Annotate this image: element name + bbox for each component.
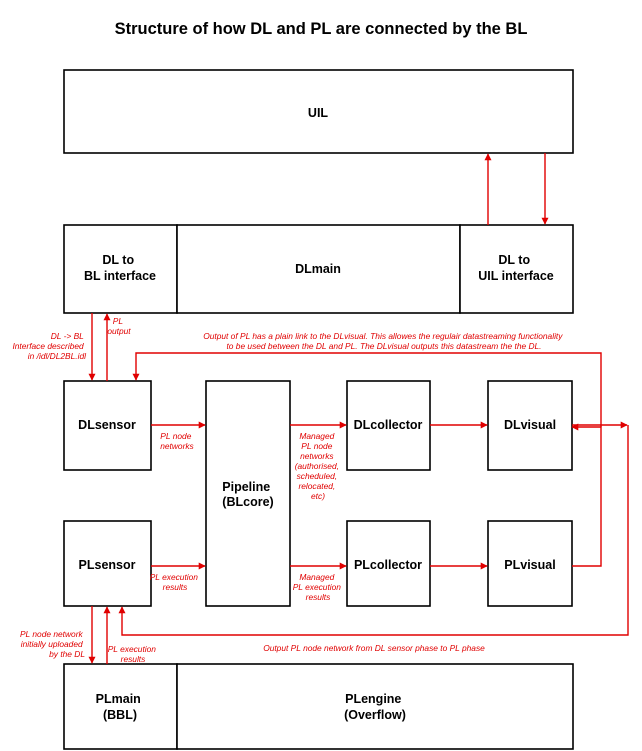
- dlvisual-label: DLvisual: [504, 418, 556, 432]
- plsensor-box: [63, 520, 152, 607]
- plsensor-label: PLsensor: [79, 558, 136, 572]
- arrow-plvisual-to-dlvisual-loop: [571, 423, 602, 567]
- plvisual-label: PLvisual: [504, 558, 555, 572]
- plvisual-box: [487, 520, 573, 607]
- annotation-output-pl-node-network: Output PL node network from DL sensor ph…: [263, 643, 485, 653]
- dlsensor-box: [63, 380, 152, 471]
- dlcollector-box: [346, 380, 431, 471]
- annotation-dl-bl-interface: DL -> BL Interface described in /idl/DL2…: [12, 331, 87, 361]
- plmain-box: [63, 663, 178, 750]
- dl-to-uil-label: DL to UIL interface: [478, 253, 554, 283]
- uil-box: [63, 69, 574, 154]
- dlcollector-label: DLcollector: [354, 418, 423, 432]
- annotation-pl-output: PL output: [107, 316, 131, 336]
- plengine-box: [176, 663, 574, 750]
- dlmain-label: DLmain: [295, 262, 341, 276]
- dlsensor-label: DLsensor: [78, 418, 136, 432]
- plcollector-box: [346, 520, 431, 607]
- plmain-label: PLmain (BBL): [96, 692, 145, 722]
- pipeline-box: [205, 380, 291, 607]
- dlmain-box: [176, 224, 461, 314]
- annotation-pl-execution-results-up: PL execution results: [108, 644, 159, 664]
- dl-to-uil-box: [459, 224, 574, 314]
- annotation-managed-pl-execution-results: Managed PL execution results: [293, 572, 344, 602]
- dl-to-bl-box: [63, 224, 178, 314]
- dl-to-bl-label: DL to BL interface: [84, 253, 156, 283]
- arrow-dlvisual-to-dlsensor: [132, 352, 602, 427]
- uil-label: UIL: [308, 106, 329, 120]
- annotation-pl-execution-results: PL execution results: [150, 572, 201, 592]
- arrow-dl-phase-to-pl-phase: [118, 425, 629, 636]
- plcollector-label: PLcollector: [354, 558, 422, 572]
- pipeline-label: Pipeline (BLcore): [222, 480, 273, 509]
- annotation-managed-pl-node-networks: Managed PL node networks (authorised, sc…: [295, 431, 342, 501]
- diagram-title: Structure of how DL and PL are connected…: [115, 20, 528, 38]
- plengine-label: PLengine (Overflow): [344, 692, 406, 722]
- dlvisual-box: [487, 380, 573, 471]
- annotation-pl-node-networks: PL node networks: [160, 431, 194, 451]
- annotation-pl-node-network-uploaded: PL node network initially uploaded by th…: [20, 629, 85, 659]
- annotation-plain-link: Output of PL has a plain link to the DLv…: [203, 331, 565, 351]
